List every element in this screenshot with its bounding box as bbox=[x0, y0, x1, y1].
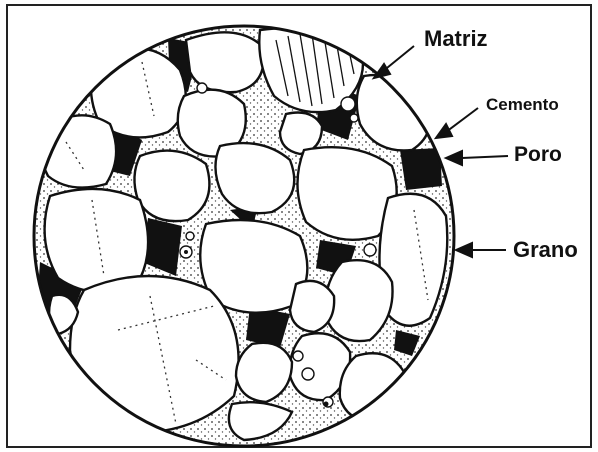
label-matriz: Matriz bbox=[424, 26, 488, 52]
arrow-head-icon bbox=[374, 64, 390, 78]
cemento-arrow bbox=[446, 108, 478, 132]
arrow-head-icon bbox=[436, 124, 452, 138]
large-grain bbox=[70, 276, 239, 433]
grains bbox=[41, 28, 447, 440]
arrow-head-icon bbox=[456, 243, 472, 257]
grain bbox=[186, 32, 264, 92]
label-grano: Grano bbox=[513, 237, 578, 263]
grain bbox=[134, 151, 209, 222]
grain bbox=[290, 281, 334, 332]
label-poro: Poro bbox=[514, 143, 562, 167]
grain bbox=[340, 353, 404, 420]
poro-arrow bbox=[462, 156, 508, 158]
label-cemento: Cemento bbox=[486, 95, 559, 115]
arrow-head-icon bbox=[446, 151, 462, 165]
